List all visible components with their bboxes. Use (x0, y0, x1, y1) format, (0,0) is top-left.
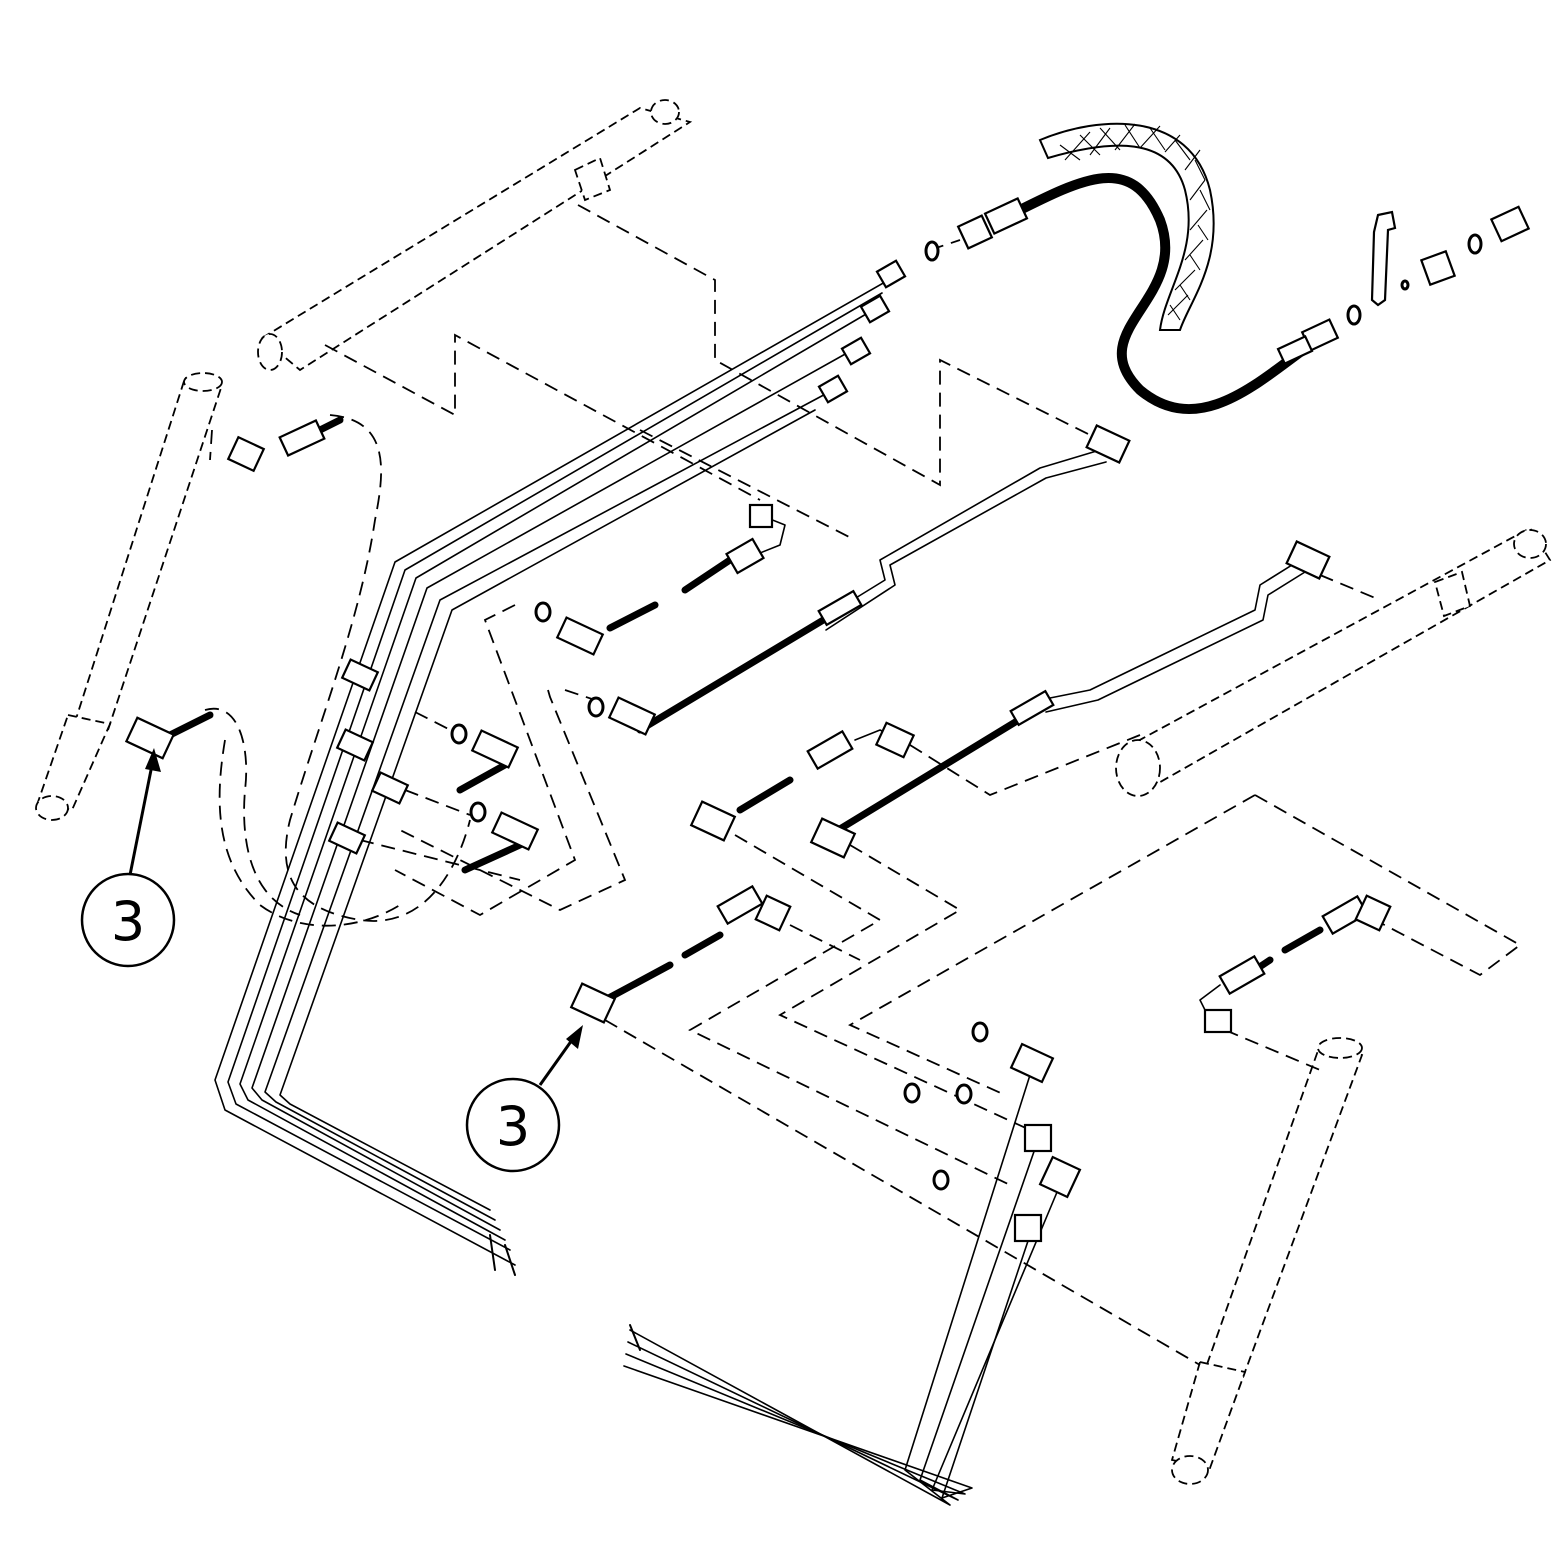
phantom-cylinder-right-lower (1170, 1037, 1364, 1485)
braided-hose (1038, 122, 1215, 331)
phantom-cylinder-top (257, 99, 693, 372)
fittings (124, 196, 1531, 1243)
o-rings (450, 233, 1483, 1191)
callout-2-label: 3 (496, 1095, 530, 1158)
rigid-tubes-middle (754, 449, 1306, 1021)
callout-1-leader (128, 764, 154, 876)
assembly-dashed-lines (204, 204, 1522, 1366)
tube-bundle-right (623, 1074, 1061, 1506)
callout-1-arrowhead (145, 748, 161, 772)
callout-2-leader (538, 1039, 574, 1086)
phantom-cylinder-left (35, 372, 224, 821)
callout-2: 3 (465, 1025, 583, 1173)
callout-2-arrowhead (566, 1025, 583, 1049)
tube-bundle-left (214, 277, 893, 1276)
callout-1: 3 (80, 748, 176, 968)
phantom-cylinder-right-upper (1115, 526, 1552, 797)
callout-1-circle (80, 872, 176, 968)
callout-2-circle (465, 1077, 561, 1173)
callout-1-label: 3 (111, 890, 145, 953)
